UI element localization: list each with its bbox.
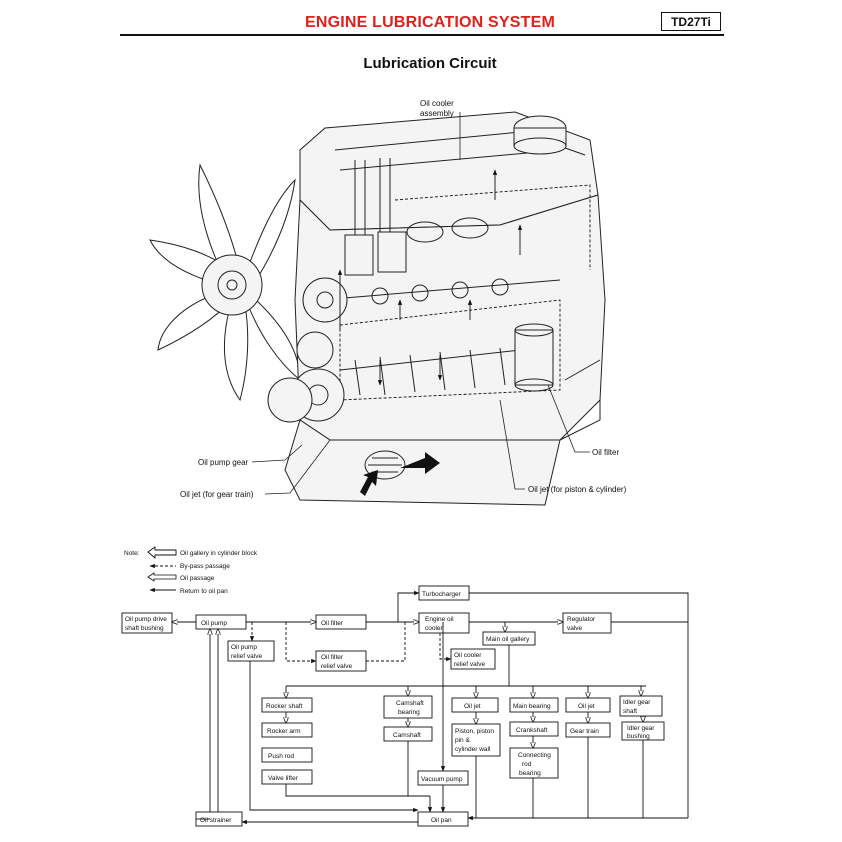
box-main-oil-gallery: Main oil gallery — [486, 636, 530, 643]
box-vacuum-pump: Vacuum pump — [421, 776, 463, 783]
box-regulator-valve: Regulator — [567, 616, 596, 623]
pistons — [344, 217, 489, 276]
engine-illustration — [149, 111, 606, 506]
box-oil-pump-relief-2: relief valve — [231, 653, 262, 660]
box-idler-gear-shaft-2: shaft — [623, 708, 637, 715]
label-oil-cooler: Oil cooler — [420, 99, 454, 108]
label-oil-jet-gear-train: Oil jet (for gear train) — [180, 490, 254, 499]
model-code-badge: TD27Ti — [661, 12, 721, 31]
gear-train — [267, 277, 348, 423]
engine-callouts: Oil cooler assembly Oil pump gear Oil je… — [180, 99, 627, 499]
box-idler-gear-shaft: Idler gear — [623, 699, 651, 706]
header-rule — [120, 34, 724, 36]
box-connecting-rod-3: bearing — [519, 770, 541, 777]
box-oil-jet-2: Oil jet — [578, 703, 595, 710]
label-oil-cooler-assembly: assembly — [420, 109, 454, 118]
box-oil-pump: Oil pump — [201, 620, 227, 627]
flow-chart: Oil pump drive shaft bushing Oil pump Oi… — [121, 585, 689, 827]
box-oil-filter-relief-2: relief valve — [321, 663, 352, 670]
legend-note: Note: — [124, 550, 140, 557]
cooling-fan — [149, 163, 301, 402]
box-oil-filter: Oil filter — [321, 620, 344, 627]
box-piston-2: pin & — [455, 737, 470, 744]
label-oil-jet-piston: Oil jet (for piston & cylinder) — [528, 485, 627, 494]
section-title: Lubrication Circuit — [363, 55, 497, 72]
box-idler-gear-bushing: Idler gear — [627, 725, 655, 732]
box-piston-3: cylinder wall — [455, 746, 491, 753]
label-oil-filter: Oil filter — [592, 448, 619, 457]
box-valve-lifter: Valve lifter — [268, 775, 299, 782]
box-oil-jet-1: Oil jet — [464, 703, 481, 710]
label-oil-pump-gear: Oil pump gear — [198, 458, 249, 467]
box-gear-train: Gear train — [570, 728, 599, 735]
legend-passage: Oil passage — [180, 575, 215, 582]
box-camshaft-bearing: Camshaft — [396, 700, 424, 707]
box-oil-pump-drive-2: shaft bushing — [125, 625, 164, 632]
box-oil-pan: Oil pan — [431, 817, 452, 824]
legend-gallery-arrow-icon — [147, 546, 177, 559]
box-turbocharger: Turbocharger — [422, 591, 462, 598]
legend-return: Return to oil pan — [180, 588, 228, 595]
oil-filter-body — [514, 323, 554, 392]
box-connecting-rod-2: rod — [522, 761, 532, 768]
box-engine-oil-cooler: Engine oil — [425, 616, 454, 623]
box-oil-filter-relief: Oil filter — [321, 654, 344, 661]
box-oil-pump-relief: Oil pump — [231, 644, 257, 651]
box-idler-gear-bushing-2: bushing — [627, 733, 650, 740]
legend: Note: Oil gallery in cylinder block By-p… — [124, 546, 258, 595]
box-rocker-shaft: Rocker shaft — [266, 703, 303, 710]
legend-bypass: By-pass passage — [180, 563, 230, 570]
box-main-bearing: Main bearing — [513, 703, 551, 710]
box-oil-cooler-relief: Oil cooler — [454, 652, 482, 659]
box-oil-strainer: Oil strainer — [200, 817, 232, 824]
box-piston-1: Piston, piston — [455, 728, 494, 735]
box-camshaft: Camshaft — [393, 732, 421, 739]
legend-passage-arrow-icon — [147, 572, 177, 582]
box-oil-cooler-relief-2: relief valve — [454, 661, 485, 668]
box-connecting-rod-1: Connecting — [518, 752, 551, 759]
box-regulator-valve-2: valve — [567, 625, 583, 632]
header-title: ENGINE LUBRICATION SYSTEM — [304, 14, 556, 31]
box-engine-oil-cooler-2: cooler — [425, 625, 444, 632]
box-push-rod: Push rod — [268, 753, 294, 760]
box-oil-pump-drive: Oil pump drive — [125, 616, 167, 623]
oil-filler-cap — [513, 115, 567, 155]
box-crankshaft: Crankshaft — [516, 727, 548, 734]
legend-gallery: Oil gallery in cylinder block — [180, 550, 258, 557]
box-camshaft-bearing-2: bearing — [398, 709, 420, 716]
box-rocker-arm: Rocker arm — [267, 728, 301, 735]
